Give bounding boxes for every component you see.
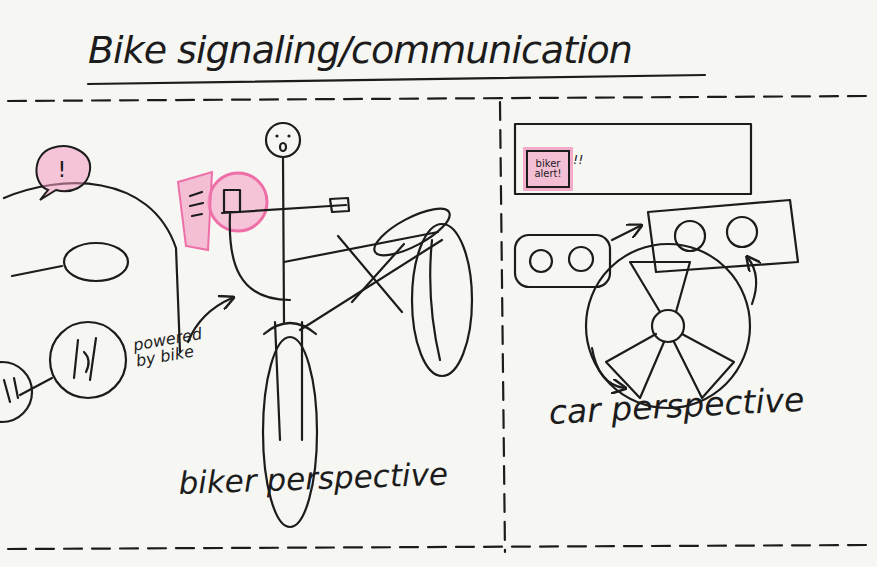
car-dashboard: [515, 235, 610, 287]
car-dashboard: [748, 258, 756, 304]
node-text: !: [58, 158, 67, 181]
bicycle-rider: [430, 240, 440, 360]
speech-bubble: !: [30, 140, 94, 200]
sketch-title: Bike signaling/communication: [88, 28, 632, 72]
car-dashboard: [515, 124, 751, 194]
car-sketch: [20, 378, 52, 395]
panel-caption: car perspective: [548, 380, 849, 429]
bicycle-rider: [224, 190, 240, 212]
car-sketch: [0, 183, 180, 422]
bicycle-rider: [338, 236, 402, 312]
page-rules: [500, 102, 505, 552]
bicycle-rider: [283, 157, 284, 322]
bicycle-rider: [300, 240, 442, 330]
car-dashboard: [569, 247, 593, 271]
panel-caption: biker perspective: [178, 458, 479, 499]
bicycle-rider: [230, 214, 290, 300]
bicycle-rider: [222, 205, 346, 213]
bicycle-rider: [412, 224, 472, 376]
car-dashboard: [727, 217, 757, 247]
bicycle-rider: [190, 192, 203, 216]
car-sketch: [12, 266, 62, 276]
page-rules: [8, 75, 870, 552]
bicycle-rider: [263, 337, 317, 527]
bicycle-rider: [330, 198, 349, 212]
bicycle-rider: [266, 123, 300, 157]
page-rules: [88, 75, 705, 84]
car-dashboard: [652, 310, 684, 342]
car-sketch: [4, 378, 18, 402]
car-sketch: [64, 243, 128, 281]
bicycle-rider: [275, 134, 278, 137]
alert-mark: !!: [573, 153, 603, 166]
alert-box: biker alert!: [526, 150, 570, 188]
car-dashboard: [592, 348, 624, 388]
car-sketch: [50, 322, 126, 398]
car-dashboard: [612, 226, 640, 240]
annotation-note: powered by bike: [132, 323, 222, 369]
bicycle-rider: [280, 143, 286, 151]
car-dashboard: [630, 262, 690, 312]
node-text: biker alert!: [528, 159, 568, 180]
bicycle-rider: [178, 172, 212, 250]
bubble-outline: [36, 146, 90, 200]
car-sketch: [4, 183, 180, 352]
car-dashboard: [515, 124, 798, 408]
page-rules: [8, 545, 870, 549]
car-dashboard: [586, 244, 750, 408]
bicycle-rider: [209, 173, 267, 231]
car-dashboard: [530, 250, 552, 272]
page-rules: [8, 96, 870, 101]
car-sketch: [0, 362, 32, 422]
bicycle-rider: [287, 134, 290, 137]
car-dashboard: [606, 334, 664, 398]
bicycle-rider: [368, 200, 455, 264]
car-sketch: [74, 338, 96, 380]
